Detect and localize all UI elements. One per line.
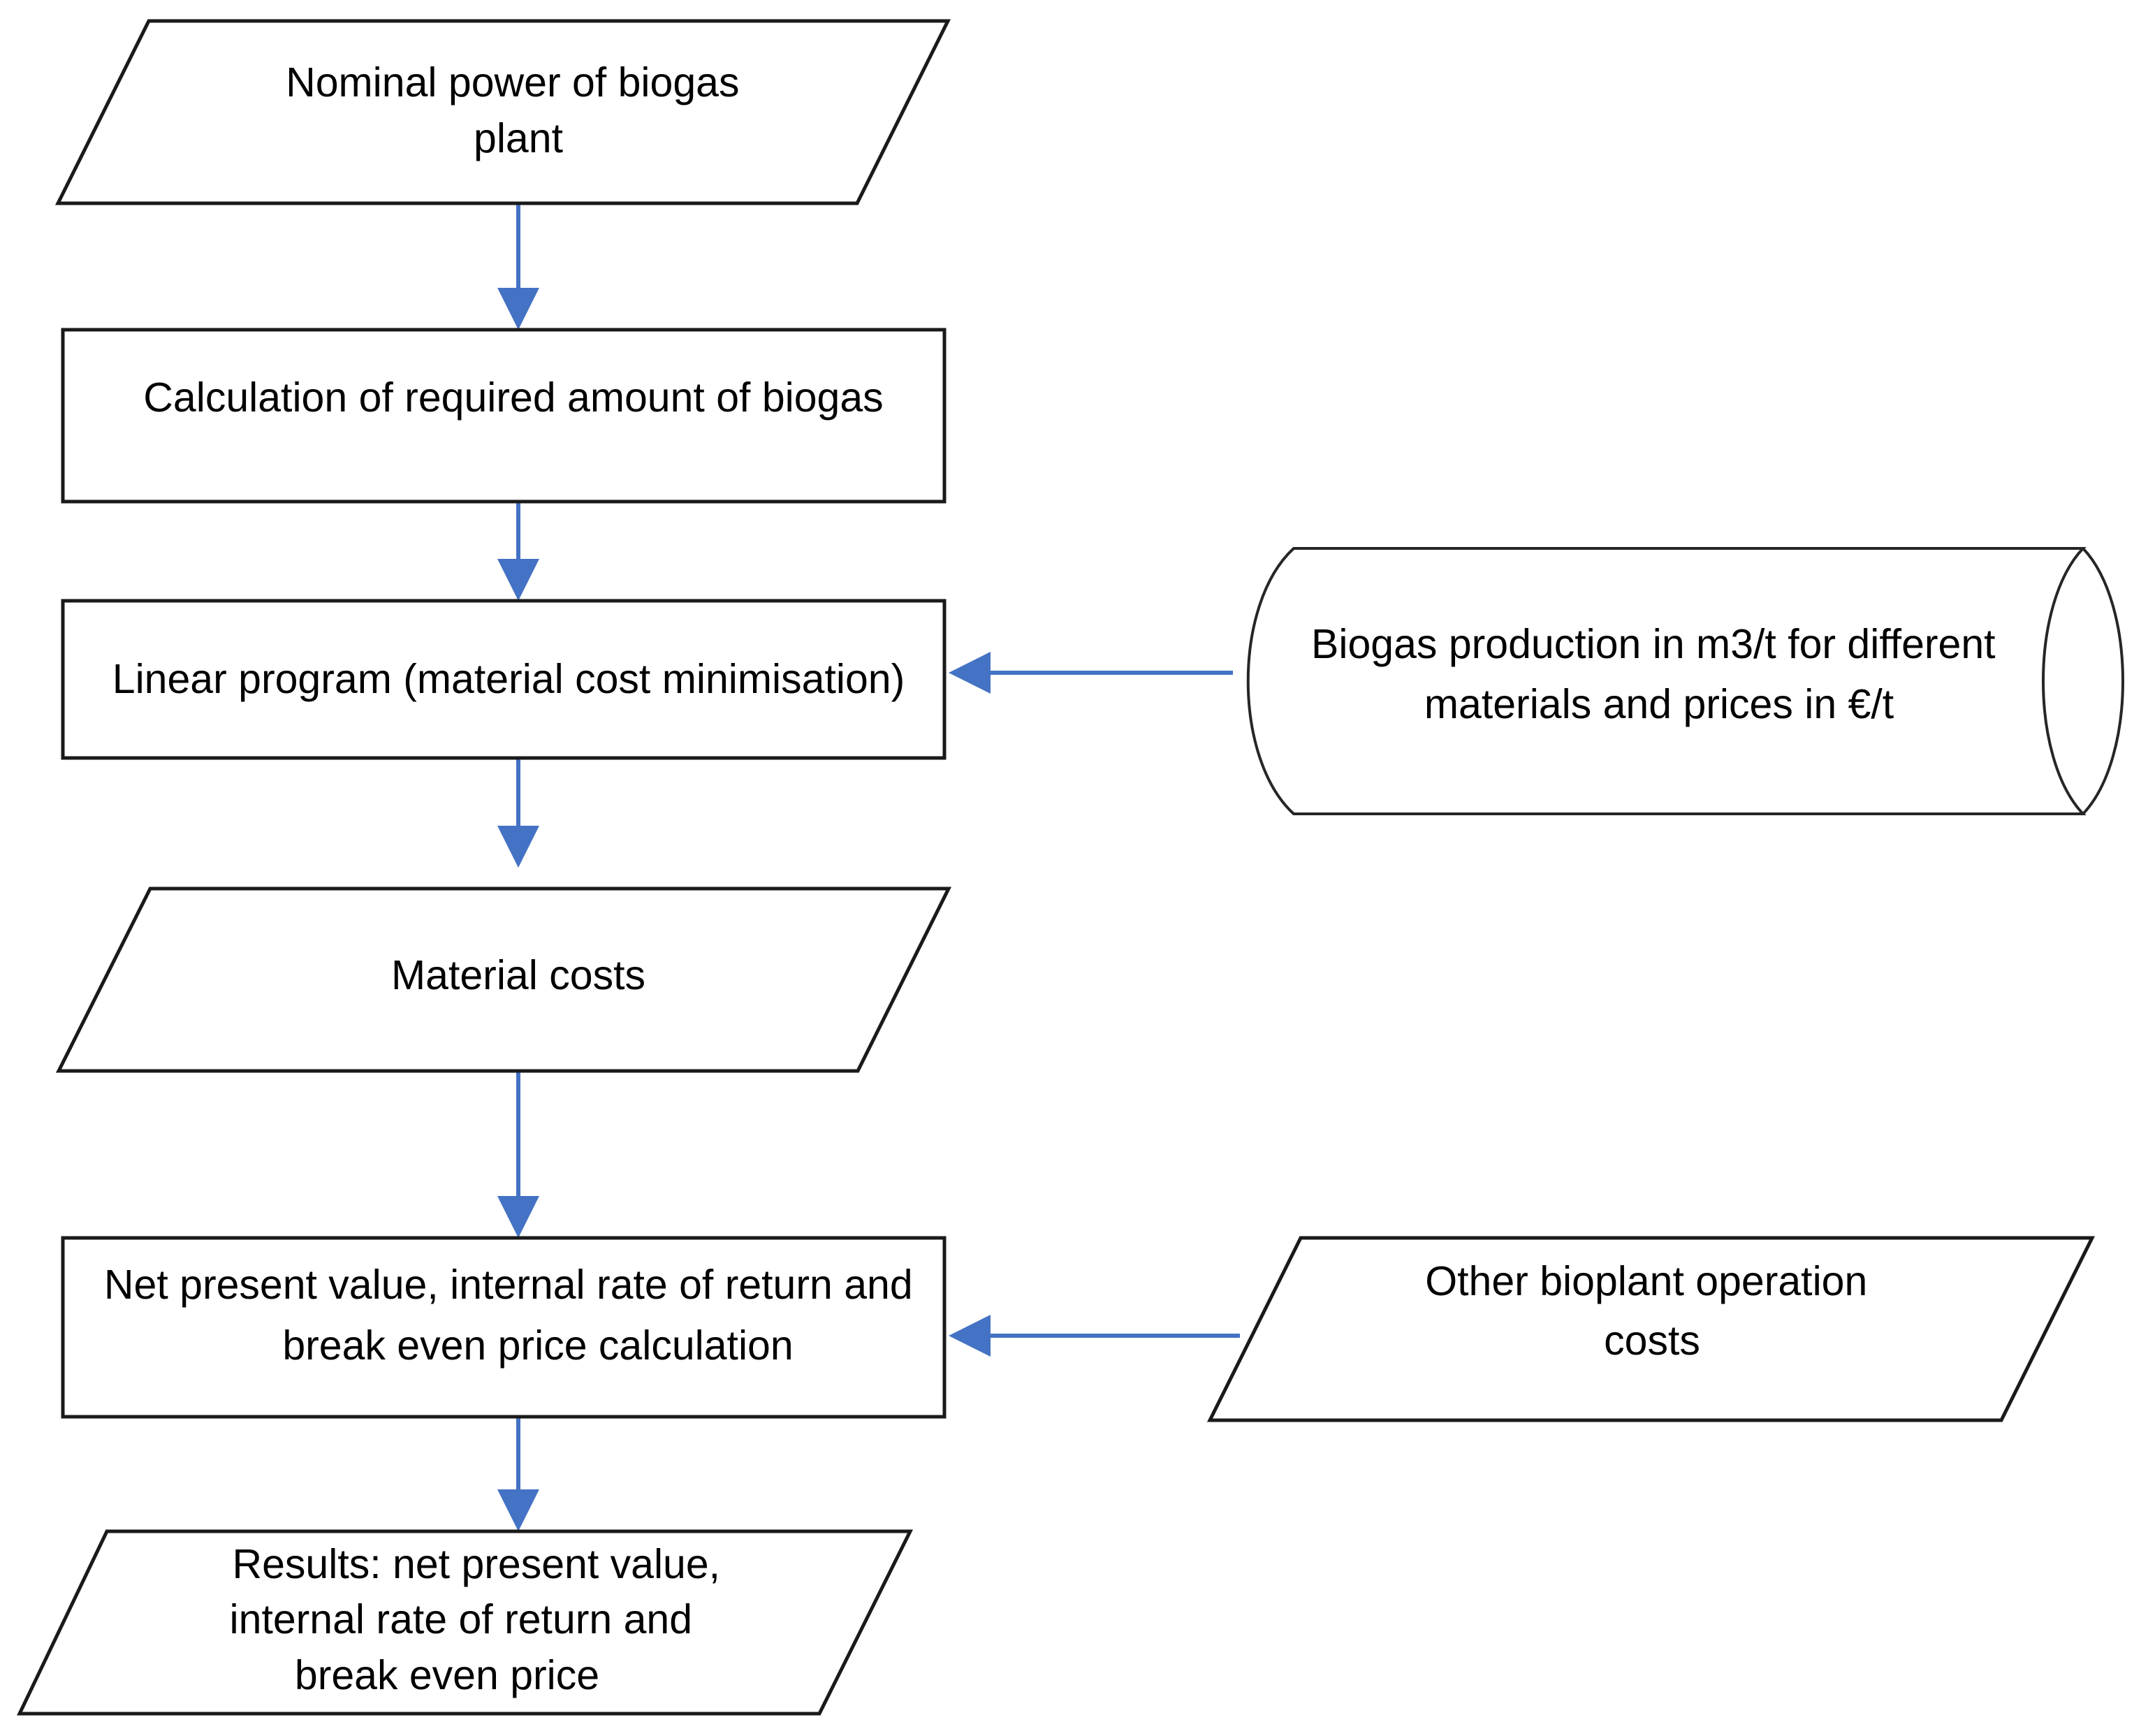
- node-calculation-label: Calculation of required amount of biogas: [143, 374, 883, 421]
- connector-material-costs-to-npv: [497, 1071, 539, 1238]
- node-material-costs[interactable]: Material costs: [55, 887, 952, 1073]
- node-nominal-power-label: Nominal power of biogas plant: [286, 59, 751, 161]
- node-nominal-power[interactable]: Nominal power of biogas plant: [54, 19, 951, 205]
- node-results-label: Results: net present value, internal rat…: [230, 1541, 732, 1698]
- connector-biogas-data-to-linear-program: [949, 652, 1233, 694]
- node-biogas-production-label: Biogas production in m3/t for different …: [1311, 621, 2007, 727]
- node-linear-program[interactable]: Linear program (material cost minimisati…: [61, 599, 947, 760]
- connector-other-costs-to-npv: [949, 1315, 1240, 1357]
- node-other-costs-label: Other bioplant operation costs: [1425, 1258, 1878, 1364]
- node-material-costs-label: Material costs: [391, 952, 645, 998]
- node-npv-calculation-label: Net present value, internal rate of retu…: [104, 1262, 924, 1369]
- connector-calculation-to-linear-program: [497, 502, 539, 601]
- connector-npv-to-results: [497, 1417, 539, 1531]
- node-biogas-production-data[interactable]: Biogas production in m3/t for different …: [1246, 547, 2124, 815]
- connector-nominal-power-to-calculation: [497, 203, 539, 330]
- node-calculation-of-required-biogas[interactable]: Calculation of required amount of biogas: [61, 328, 947, 504]
- node-results[interactable]: Results: net present value, internal rat…: [17, 1529, 914, 1716]
- node-linear-program-label: Linear program (material cost minimisati…: [112, 656, 905, 702]
- node-other-bioplant-operation-costs[interactable]: Other bioplant operation costs: [1206, 1236, 2096, 1422]
- node-npv-irr-breakeven-calculation[interactable]: Net present value, internal rate of retu…: [61, 1236, 947, 1419]
- connector-linear-program-to-material-costs: [497, 758, 539, 868]
